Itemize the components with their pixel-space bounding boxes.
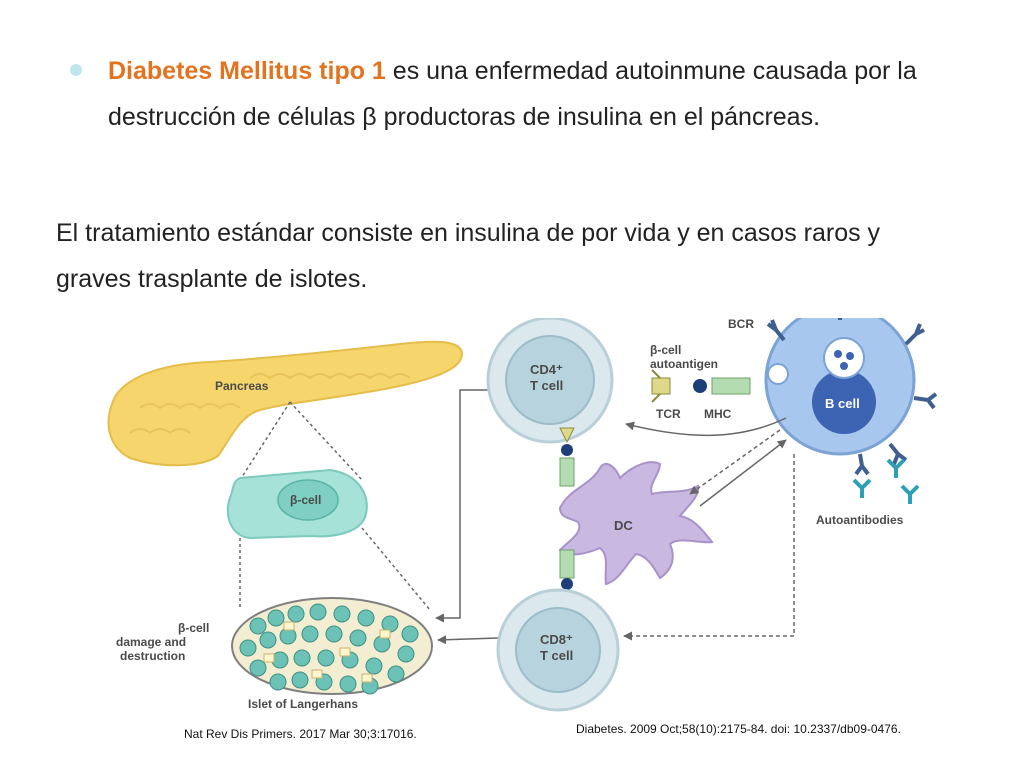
damage-label-line2: damage and	[116, 635, 186, 649]
cd4-nucleus	[505, 335, 595, 425]
autoantibodies	[852, 458, 920, 504]
arrow-cd8-to-islet	[437, 635, 499, 645]
cd8-label-line1: CD8⁺	[540, 632, 573, 647]
damage-label-line1: β-cell	[178, 621, 209, 635]
bcr-label: BCR	[728, 318, 754, 331]
islet-of-langerhans	[231, 597, 433, 695]
islet-label: Islet of Langerhans	[248, 697, 358, 711]
mhc-label: MHC	[704, 407, 732, 421]
dc-cd4-connector	[559, 427, 575, 487]
b-cell-label: B cell	[825, 396, 860, 411]
reference-left: Nat Rev Dis Primers. 2017 Mar 30;3:17016…	[184, 727, 417, 741]
b-cell-nucleus	[812, 370, 876, 434]
cd8-label-line2: T cell	[540, 648, 573, 663]
dotted-line	[289, 401, 363, 481]
vesicle-dot	[846, 352, 854, 360]
treatment-paragraph: El tratamiento estándar consiste en insu…	[56, 219, 881, 293]
cd8-nucleus	[515, 607, 601, 693]
bullet-dot	[70, 64, 82, 76]
autoantigen-label-line1: β-cell	[650, 343, 681, 357]
pancreas-label: Pancreas	[215, 379, 269, 393]
autoantibodies-label: Autoantibodies	[816, 513, 904, 527]
damage-label-line3: destruction	[120, 649, 185, 663]
dendritic-cell	[558, 461, 714, 586]
diagram: Pancreas β-cell β-cell damage and de	[100, 318, 980, 718]
dc-label: DC	[614, 518, 633, 533]
bullet-body: es una enfermedad autoinmune causada por…	[108, 57, 917, 131]
arrow-bcell-to-dc	[689, 429, 781, 495]
b-cell-vesicle	[823, 337, 865, 379]
cd4-label-line2: T cell	[530, 378, 563, 393]
b-cell-small-vesicle	[767, 363, 789, 385]
arrow-bcell-to-cd4	[625, 417, 787, 437]
reference-right: Diabetes. 2009 Oct;58(10):2175-84. doi: …	[576, 722, 901, 736]
beta-cell-label: β-cell	[290, 493, 321, 507]
beta-cell-nucleus	[277, 479, 339, 521]
cd4-label-line1: CD4⁺	[530, 362, 563, 377]
pancreas-texture	[129, 373, 411, 435]
bullet-text: Diabetes Mellitus tipo 1 es una enfermed…	[108, 48, 968, 140]
dotted-line	[361, 527, 431, 611]
autoantigen-label-line2: autoantigen	[650, 357, 718, 371]
bullet-highlight: Diabetes Mellitus tipo 1	[108, 57, 386, 85]
vesicle-dot	[840, 362, 848, 370]
arrow-dc-to-bcell	[699, 439, 787, 507]
tcr-label: TCR	[656, 407, 681, 421]
arrow-cd4-to-islet	[435, 389, 492, 623]
tcr-mhc-junction	[651, 369, 751, 403]
diagram-svg: Pancreas β-cell β-cell damage and de	[107, 318, 938, 712]
arrow-bcell-to-cd8	[623, 454, 795, 641]
vesicle-dot	[834, 350, 842, 358]
bcr-receptors	[766, 318, 938, 476]
pancreas-shape	[107, 340, 464, 467]
